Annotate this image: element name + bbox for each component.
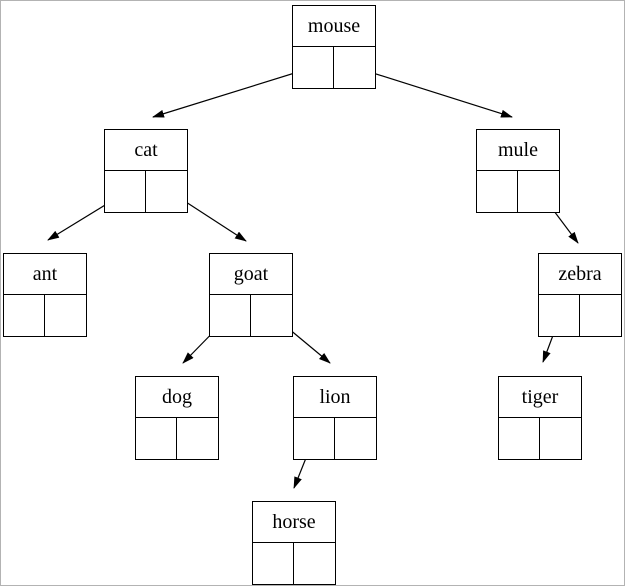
tree-node-ant: ant xyxy=(3,253,87,337)
left-pointer-cell-mouse xyxy=(293,47,334,88)
right-pointer-cell-cat xyxy=(146,171,187,212)
left-pointer-cell-mule xyxy=(477,171,518,212)
left-pointer-cell-goat xyxy=(210,295,251,336)
pointer-cells-mouse xyxy=(292,47,376,89)
tree-node-tiger: tiger xyxy=(498,376,582,460)
node-label-dog: dog xyxy=(135,376,219,418)
node-label-horse: horse xyxy=(252,501,336,543)
left-pointer-cell-cat xyxy=(105,171,146,212)
tree-node-dog: dog xyxy=(135,376,219,460)
pointer-cells-zebra xyxy=(538,295,622,337)
right-pointer-cell-zebra xyxy=(580,295,621,336)
tree-node-lion: lion xyxy=(293,376,377,460)
tree-node-mule: mule xyxy=(476,129,560,213)
node-label-cat: cat xyxy=(104,129,188,171)
tree-node-goat: goat xyxy=(209,253,293,337)
node-label-mule: mule xyxy=(476,129,560,171)
left-pointer-cell-horse xyxy=(253,543,294,584)
node-label-zebra: zebra xyxy=(538,253,622,295)
right-pointer-cell-tiger xyxy=(540,418,581,459)
pointer-cells-lion xyxy=(293,418,377,460)
left-pointer-cell-ant xyxy=(4,295,45,336)
tree-node-mouse: mouse xyxy=(292,5,376,89)
right-pointer-cell-goat xyxy=(251,295,292,336)
pointer-cells-horse xyxy=(252,543,336,585)
tree-node-cat: cat xyxy=(104,129,188,213)
left-pointer-cell-lion xyxy=(294,418,335,459)
pointer-cells-ant xyxy=(3,295,87,337)
node-label-mouse: mouse xyxy=(292,5,376,47)
tree-node-zebra: zebra xyxy=(538,253,622,337)
right-pointer-cell-ant xyxy=(45,295,86,336)
right-pointer-cell-mule xyxy=(518,171,559,212)
left-pointer-cell-tiger xyxy=(499,418,540,459)
node-label-lion: lion xyxy=(293,376,377,418)
right-pointer-cell-horse xyxy=(294,543,335,584)
left-pointer-cell-zebra xyxy=(539,295,580,336)
right-pointer-cell-lion xyxy=(335,418,376,459)
right-pointer-cell-dog xyxy=(177,418,218,459)
node-label-tiger: tiger xyxy=(498,376,582,418)
left-pointer-cell-dog xyxy=(136,418,177,459)
pointer-cells-dog xyxy=(135,418,219,460)
pointer-cells-tiger xyxy=(498,418,582,460)
node-label-ant: ant xyxy=(3,253,87,295)
node-label-goat: goat xyxy=(209,253,293,295)
right-pointer-cell-mouse xyxy=(334,47,375,88)
pointer-cells-cat xyxy=(104,171,188,213)
edge-mouse-mule xyxy=(353,66,513,118)
pointer-cells-mule xyxy=(476,171,560,213)
pointer-cells-goat xyxy=(209,295,293,337)
edge-mouse-cat xyxy=(152,66,315,118)
tree-node-horse: horse xyxy=(252,501,336,585)
